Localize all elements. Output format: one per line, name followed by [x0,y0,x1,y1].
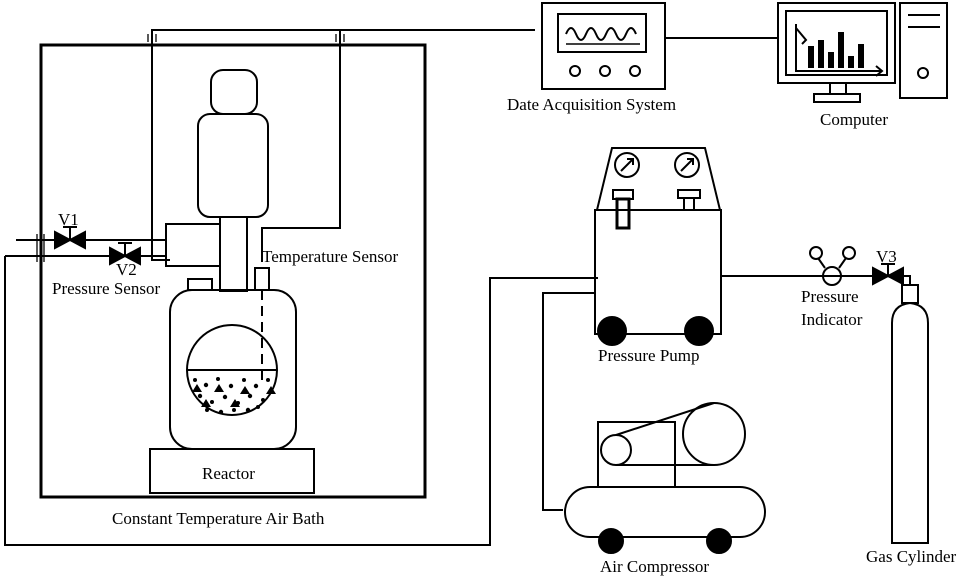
pressure-indicator-label-line2: Indicator [801,310,863,329]
v1-label: V1 [58,210,79,229]
pressure-pump-label: Pressure Pump [598,346,700,365]
data-acquisition-system [541,2,666,90]
computer-label: Computer [820,110,888,129]
pressure-sensor-label: Pressure Sensor [52,279,160,298]
air-compressor [564,402,766,538]
v1-valve-icon [54,226,86,250]
gas-cylinder-label: Gas Cylinder [866,547,957,566]
daq-label: Date Acquisition System [507,95,676,114]
pressure-indicator-label-line1: Pressure [801,287,859,306]
reactor-particles [192,377,276,415]
computer [777,2,948,103]
pressure-indicator-icon [809,246,856,286]
signal-wires [147,29,535,262]
reactor-top-vessel [197,69,269,292]
v2-valve-icon [109,242,141,266]
air-compressor-label: Air Compressor [600,557,709,576]
reactor-base [149,448,315,494]
pump-wheel-icons [597,316,714,346]
pressure-sensor-box [165,223,221,267]
inlet-lines [4,234,598,546]
air-bath-enclosure [39,43,427,499]
temperature-sensor-label: Temperature Sensor [262,247,399,266]
v3-label: V3 [876,247,897,266]
v2-label: V2 [116,260,137,279]
pump-cylinder-line [721,275,911,285]
air-bath-label: Constant Temperature Air Bath [112,509,325,528]
pressure-pump [594,147,722,335]
reactor-label: Reactor [202,464,255,483]
reactor-body [169,267,297,450]
compressor-pump-line [542,292,595,511]
gas-cylinder [891,284,929,544]
v3-valve-icon [872,263,904,286]
compressor-wheel-icons [598,528,732,554]
